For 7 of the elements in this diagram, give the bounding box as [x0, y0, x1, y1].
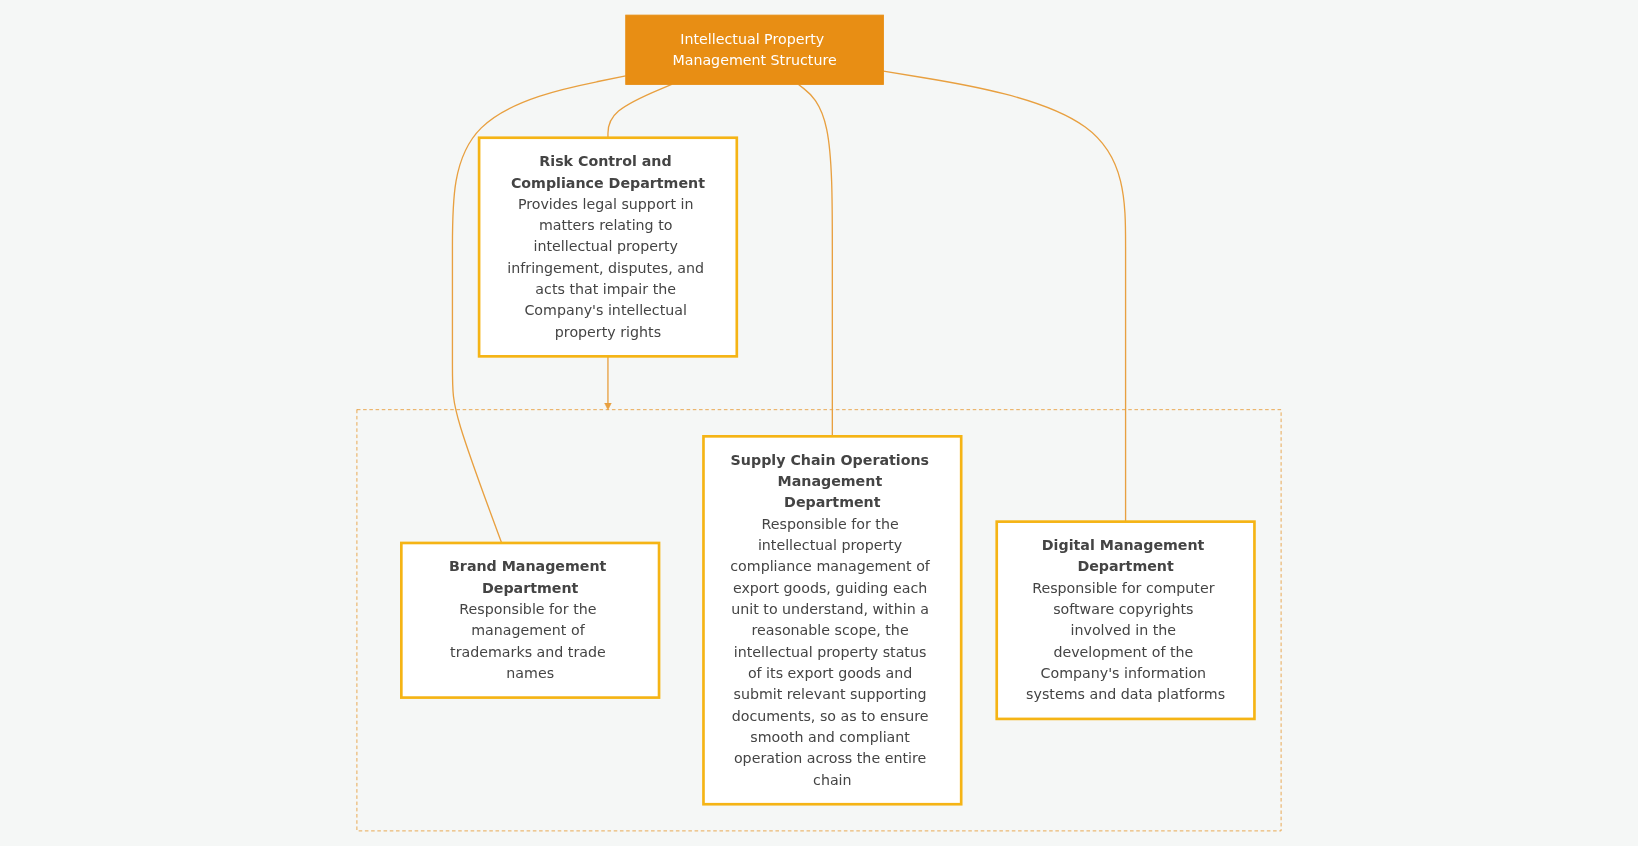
- connector: [797, 83, 833, 437]
- node-box: Brand Management Department Responsible for the management of trademarks and trade names: [400, 541, 661, 699]
- cluster: [356, 409, 1282, 832]
- node-box: Digital Management Department Responsible for computer software copyrights involved in the development of the Company's information systems and data platforms: [995, 520, 1256, 721]
- node-box: Supply Chain Operations Management Department Responsible for the intellectual property compliance management of export goods, guiding each unit to understand, within a reasonable scope, the intellectual property status of its export goods and submit relevant supporting documents, so as to ensure smooth and compliant operation across the entire chain: [702, 435, 963, 806]
- node-box: Risk Control and Compliance Department Provides legal support in matters relating to intellectual property infringement, disputes, and acts that impair the Company's intellectual property rights: [477, 136, 739, 358]
- node-box: Intellectual Property Management Structure: [625, 14, 884, 85]
